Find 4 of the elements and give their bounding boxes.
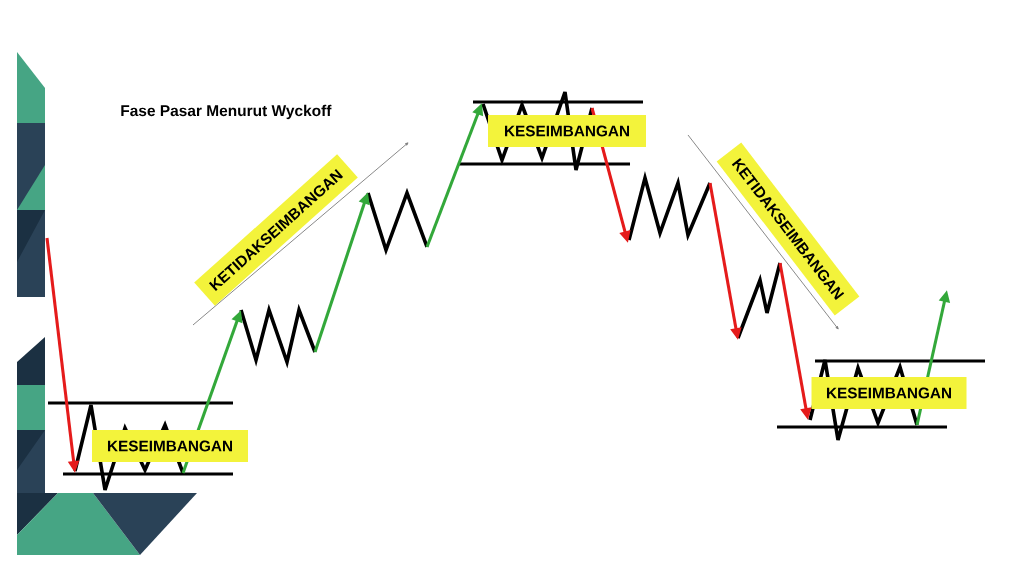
title: Fase Pasar Menurut Wyckoff bbox=[121, 104, 332, 120]
phase-label: KESEIMBANGAN bbox=[488, 115, 646, 147]
phase-label: KESEIMBANGAN bbox=[811, 377, 967, 409]
phase-label: KESEIMBANGAN bbox=[92, 430, 248, 462]
